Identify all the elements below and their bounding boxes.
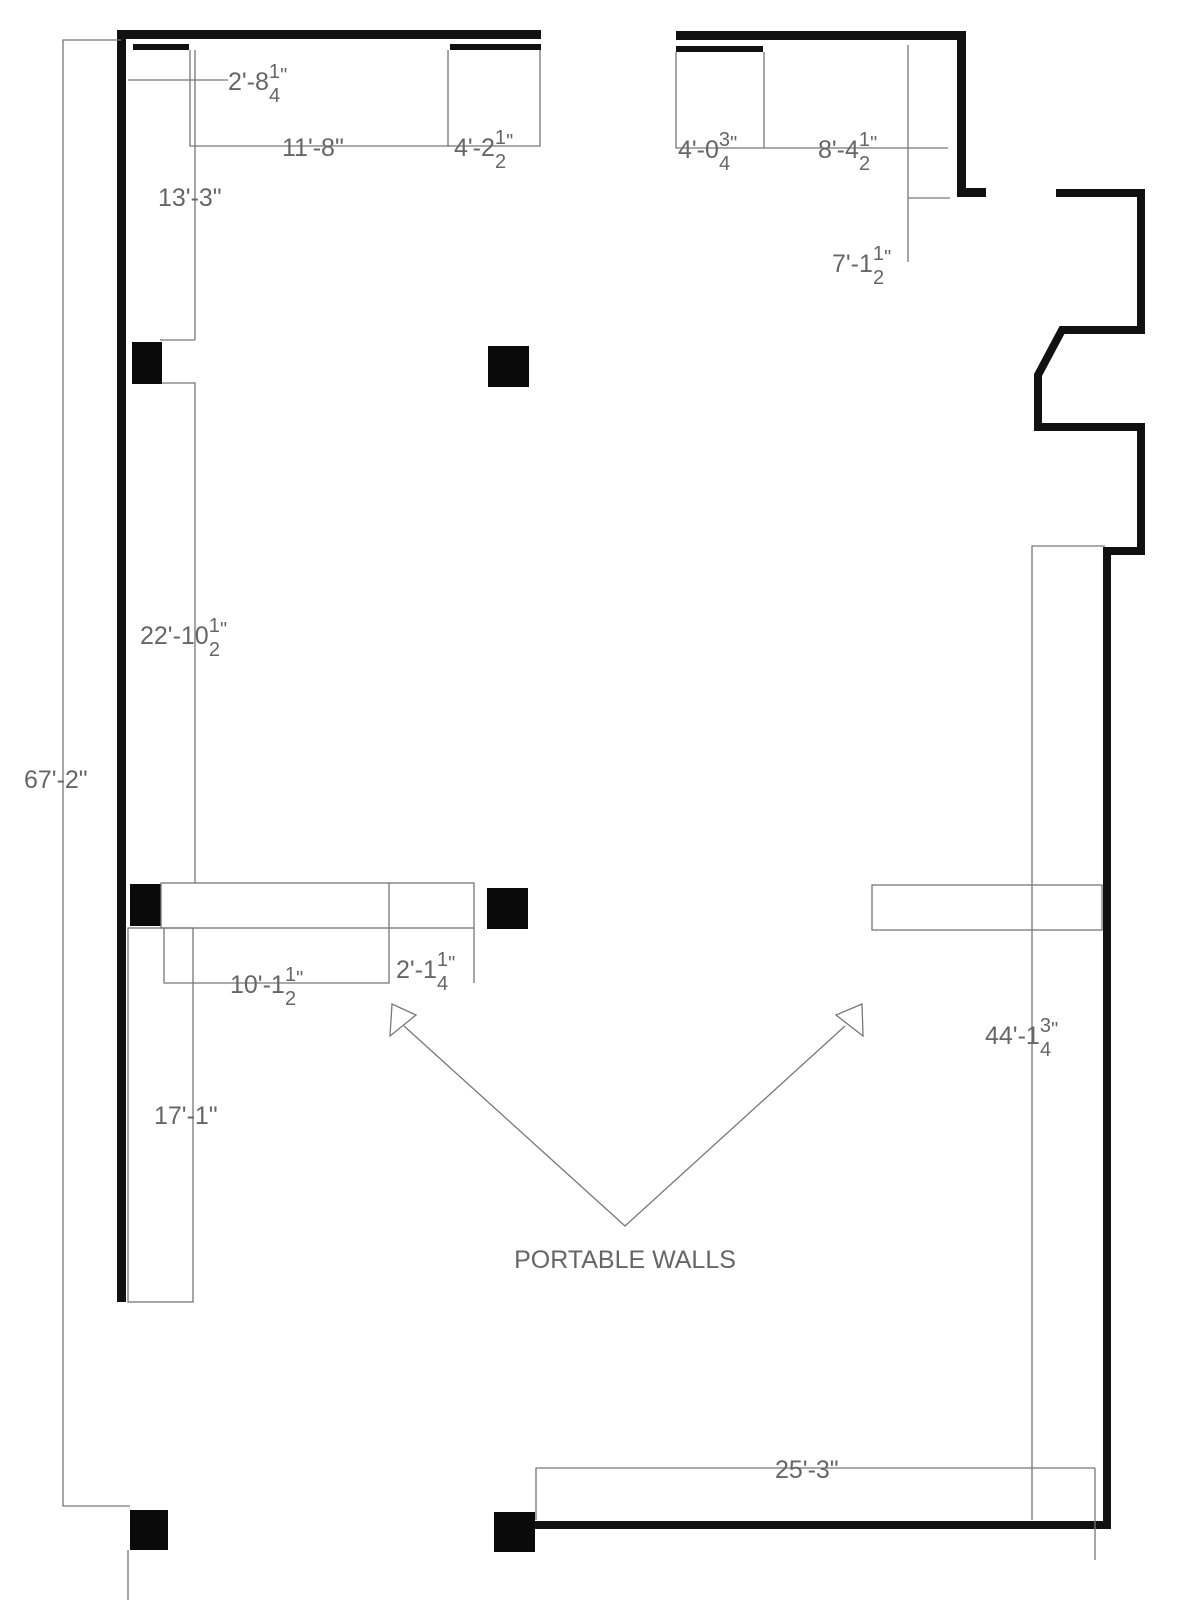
- window-top-right: [676, 46, 763, 52]
- top-right-stub-wall: [957, 188, 986, 197]
- dim-overall-length: 67'-2": [24, 766, 88, 794]
- walls: [117, 30, 1145, 1529]
- portable-wall-right: [871, 884, 1103, 931]
- dim-left-lower: 17'-1": [154, 1102, 218, 1130]
- right-wall: [535, 189, 1145, 1529]
- portable-walls-label: PORTABLE WALLS: [514, 1246, 736, 1274]
- portable-walls-arrows: [389, 1003, 864, 1227]
- dim-bottom-wall-length: 25'-3": [775, 1456, 839, 1484]
- column: [132, 342, 162, 384]
- arrow-head-left-icon: [389, 1003, 418, 1038]
- portable-walls: [160, 882, 1103, 931]
- top-right-wall: [676, 31, 966, 40]
- window-top-middle: [450, 44, 541, 50]
- column: [488, 346, 529, 387]
- top-left-wall: [117, 30, 541, 39]
- portable-wall-left: [160, 882, 475, 929]
- window-top-left: [133, 44, 189, 50]
- column: [130, 1510, 168, 1550]
- column: [487, 888, 528, 929]
- column: [130, 884, 161, 926]
- left-wall: [117, 30, 126, 1302]
- dimension-lines: [62, 39, 1105, 1600]
- arrow-lines: [403, 1025, 846, 1227]
- dim-left-upper: 13'-3": [158, 184, 222, 212]
- dim-top-left-span: 11'-8": [282, 134, 344, 162]
- columns: [130, 342, 535, 1552]
- arrow-head-right-icon: [834, 1003, 864, 1038]
- column: [494, 1512, 535, 1552]
- top-right-return-wall: [957, 31, 966, 197]
